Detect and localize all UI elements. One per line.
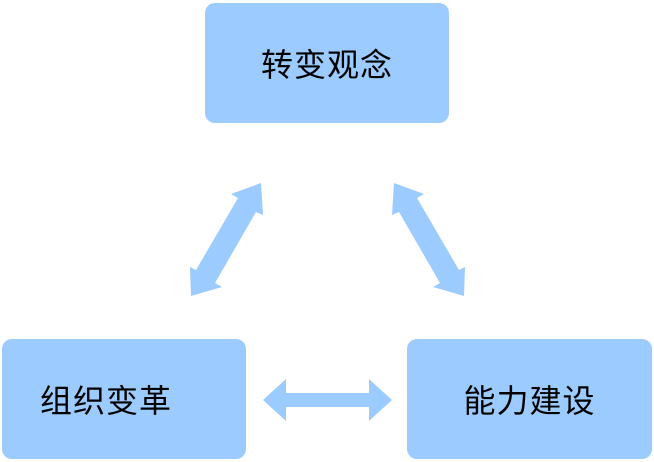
double-arrow-left	[190, 183, 263, 296]
double-arrow-right	[392, 183, 465, 296]
node-organizational-change: 组织变革	[2, 339, 246, 459]
node-change-mindset: 转变观念	[205, 3, 449, 123]
node-capability-building: 能力建设	[407, 339, 652, 459]
node-label: 能力建设	[463, 382, 596, 420]
double-arrow-bottom	[263, 379, 392, 421]
node-label: 组织变革	[40, 382, 173, 420]
node-label: 转变观念	[260, 46, 393, 84]
